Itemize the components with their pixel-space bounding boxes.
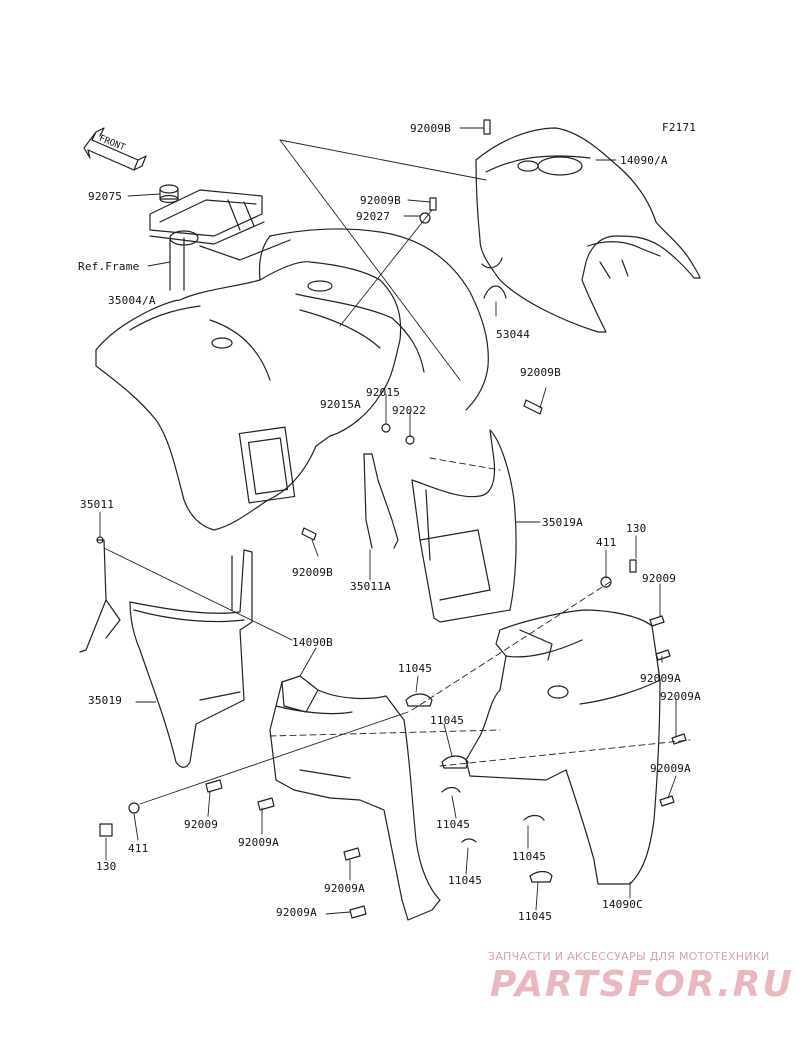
label-92075: 92075	[88, 190, 123, 203]
label-92027: 92027	[356, 210, 391, 223]
label-92009B-4: 92009B	[292, 566, 333, 579]
reference-lines	[103, 139, 691, 805]
label-92022: 92022	[392, 404, 427, 417]
label-411-right: 411	[596, 536, 617, 549]
figure-code: F2171	[662, 121, 697, 134]
label-53044: 53044	[496, 328, 531, 341]
label-92009A-bottom-1: 92009A	[324, 882, 365, 895]
label-92009A-right-3: 92009A	[650, 762, 691, 775]
label-92009A-right-2: 92009A	[660, 690, 701, 703]
label-11045-3: 11045	[436, 818, 471, 831]
label-35019A: 35019A	[542, 516, 583, 529]
front-fender-35004A	[95, 228, 489, 531]
front-arrow-icon	[83, 127, 147, 171]
grommet-92075	[159, 184, 179, 204]
label-ref-frame: Ref.Frame	[78, 260, 140, 273]
label-14090C: 14090C	[602, 898, 643, 911]
label-130-right: 130	[626, 522, 647, 535]
label-411-left: 411	[128, 842, 149, 855]
label-92009B-3: 92009B	[520, 366, 561, 379]
leader-lines	[99, 127, 677, 915]
label-11045-4: 11045	[512, 850, 547, 863]
bracket-35011	[79, 536, 121, 653]
cover-14090B	[269, 675, 441, 921]
label-11045-5: 11045	[448, 874, 483, 887]
cover-14090C	[465, 609, 661, 885]
frame-reference	[149, 189, 291, 291]
label-92009A-left: 92009A	[238, 836, 279, 849]
label-14090B: 14090B	[292, 636, 333, 649]
label-92015A: 92015A	[320, 398, 361, 411]
label-35019: 35019	[88, 694, 123, 707]
label-35011: 35011	[80, 498, 115, 511]
watermark-tagline: ЗАПЧАСТИ И АКСЕССУАРЫ ДЛЯ МОТОТЕХНИКИ	[488, 950, 770, 963]
bracket-35011A	[363, 453, 399, 549]
guard-35019A	[411, 429, 517, 623]
label-92015: 92015	[366, 386, 401, 399]
clip-53044	[483, 285, 507, 299]
label-92009B-top: 92009B	[410, 122, 451, 135]
label-35011A: 35011A	[350, 580, 391, 593]
cover-14090A	[475, 127, 701, 333]
label-92009-left: 92009	[184, 818, 219, 831]
hardware	[99, 119, 687, 919]
label-14090A: 14090/A	[620, 154, 668, 167]
label-92009B-2: 92009B	[360, 194, 401, 207]
label-35004A: 35004/A	[108, 294, 156, 307]
label-11045-1: 11045	[398, 662, 433, 675]
label-130-left: 130	[96, 860, 117, 873]
label-92009-right: 92009	[642, 572, 677, 585]
label-11045-6: 11045	[518, 910, 553, 923]
guard-35019	[129, 549, 253, 768]
label-11045-2: 11045	[430, 714, 465, 727]
watermark-brand: PARTSFOR.RU	[490, 964, 794, 1005]
label-92009A-right-1: 92009A	[640, 672, 681, 685]
label-92009A-bottom-2: 92009A	[276, 906, 317, 919]
